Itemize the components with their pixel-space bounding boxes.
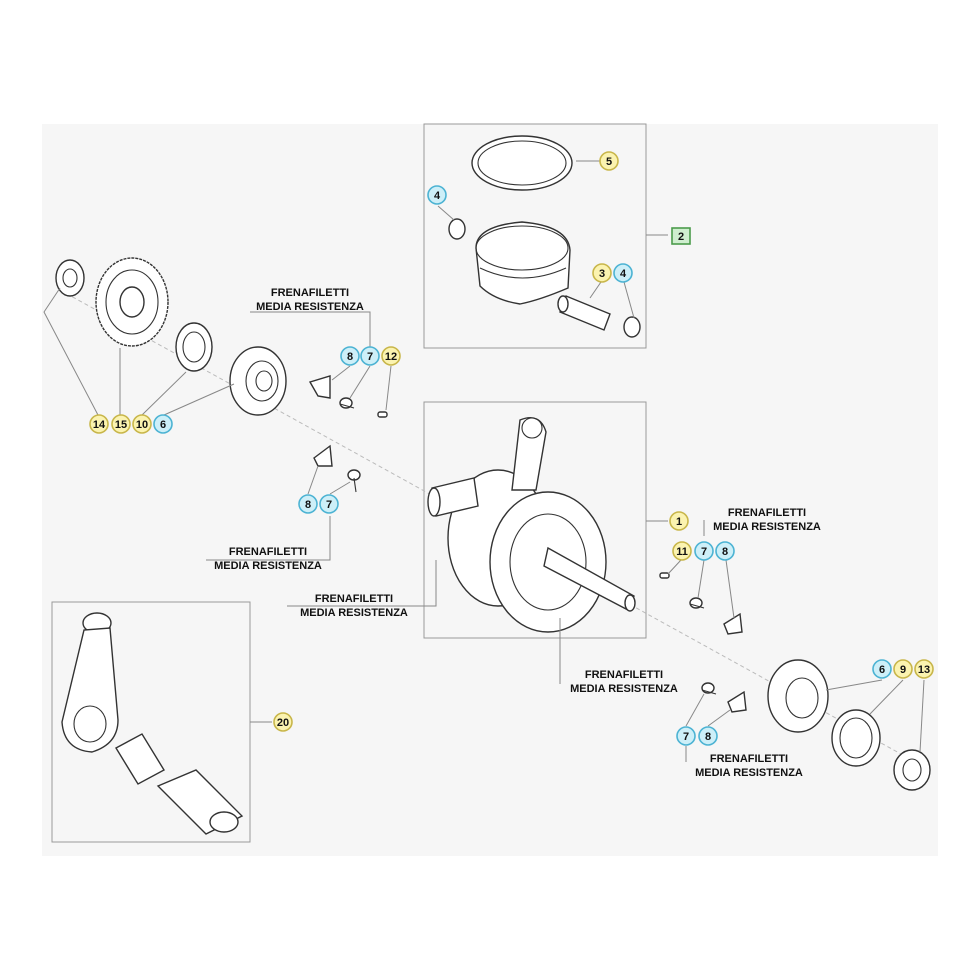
callout-1-line1: FRENAFILETTI <box>271 287 349 299</box>
screw-lower <box>347 469 361 493</box>
balloon-8-right[interactable]: 8 <box>715 541 735 561</box>
balloon-8-lower[interactable]: 8 <box>298 494 318 514</box>
svg-text:4: 4 <box>620 268 627 280</box>
svg-text:13: 13 <box>918 664 930 676</box>
balloon-13[interactable]: 13 <box>914 659 934 679</box>
circlip-left <box>448 218 466 240</box>
balloon-15[interactable]: 15 <box>111 414 131 434</box>
balloon-9[interactable]: 9 <box>893 659 913 679</box>
svg-text:8: 8 <box>705 731 711 743</box>
callout-6-line1: FRENAFILETTI <box>710 753 788 765</box>
screw-right <box>689 597 705 609</box>
leader-lines <box>43 160 925 762</box>
callout-5-line2: MEDIA RESISTENZA <box>570 683 678 695</box>
svg-text:8: 8 <box>722 546 728 558</box>
balloon-3[interactable]: 3 <box>592 263 612 283</box>
callout-4-line2: MEDIA RESISTENZA <box>713 521 821 533</box>
balloon-4[interactable]: 4 <box>427 185 447 205</box>
balloon-10[interactable]: 10 <box>132 414 152 434</box>
callout-2-line2: MEDIA RESISTENZA <box>214 560 322 572</box>
balloon-7-bottom[interactable]: 7 <box>676 726 696 746</box>
svg-text:8: 8 <box>305 499 311 511</box>
balloon-14[interactable]: 14 <box>89 414 109 434</box>
dowel-pin-upper <box>377 411 388 418</box>
lock-plate-right-lower <box>727 690 747 713</box>
svg-text:15: 15 <box>115 419 127 431</box>
callout-5-line1: FRENAFILETTI <box>585 669 663 681</box>
piston-pin <box>557 295 611 331</box>
svg-text:14: 14 <box>93 419 106 431</box>
svg-text:2: 2 <box>678 231 684 243</box>
callout-2-line1: FRENAFILETTI <box>229 546 307 558</box>
callout-3-line2: MEDIA RESISTENZA <box>300 607 408 619</box>
nut-right <box>893 749 931 791</box>
svg-text:7: 7 <box>683 731 689 743</box>
piston-group-box <box>423 123 647 349</box>
balloon-7[interactable]: 7 <box>360 346 380 366</box>
crankshaft-group-box <box>423 401 647 639</box>
screw-right-lower <box>701 682 717 695</box>
main-bearing-right <box>767 659 829 733</box>
lock-plate-right <box>723 612 743 635</box>
svg-text:11: 11 <box>676 546 688 558</box>
crankshaft <box>427 417 636 633</box>
svg-text:7: 7 <box>701 546 707 558</box>
shim-washer <box>175 322 213 372</box>
balloon-7-lower[interactable]: 7 <box>319 494 339 514</box>
callout-6-line2: MEDIA RESISTENZA <box>695 767 803 779</box>
dowel-pin-right <box>659 572 670 579</box>
lock-plate-upper <box>308 375 331 399</box>
balloon-11[interactable]: 11 <box>672 541 692 561</box>
svg-text:7: 7 <box>367 351 373 363</box>
callout-3-line1: FRENAFILETTI <box>315 593 393 605</box>
connecting-rod <box>61 612 119 753</box>
svg-text:1: 1 <box>676 516 682 528</box>
main-bearing-left <box>229 346 287 416</box>
balloon-5[interactable]: 5 <box>599 151 619 171</box>
balloon-4-pin[interactable]: 4 <box>613 263 633 283</box>
svg-text:3: 3 <box>599 268 605 280</box>
lock-plate-lower <box>313 444 333 467</box>
screw-upper <box>339 397 355 409</box>
svg-text:9: 9 <box>900 664 906 676</box>
balloon-20[interactable]: 20 <box>273 712 293 732</box>
crank-pin <box>156 769 244 835</box>
needle-bearing <box>115 733 165 785</box>
balloon-6-right[interactable]: 6 <box>872 659 892 679</box>
piston-ring <box>471 135 573 191</box>
svg-text:12: 12 <box>385 351 397 363</box>
balloon-2[interactable]: 2 <box>671 227 691 245</box>
svg-text:6: 6 <box>160 419 166 431</box>
nut-left <box>55 259 85 297</box>
balloon-1[interactable]: 1 <box>669 511 689 531</box>
callout-4-line1: FRENAFILETTI <box>728 507 806 519</box>
svg-text:20: 20 <box>277 717 289 729</box>
circlip-right <box>623 316 641 338</box>
callout-1-line2: MEDIA RESISTENZA <box>256 301 364 313</box>
balloon-8-bottom[interactable]: 8 <box>698 726 718 746</box>
balloon-12[interactable]: 12 <box>381 346 401 366</box>
svg-text:5: 5 <box>606 156 612 168</box>
svg-text:8: 8 <box>347 351 353 363</box>
balloon-7-right[interactable]: 7 <box>694 541 714 561</box>
balloon-8[interactable]: 8 <box>340 346 360 366</box>
oil-seal-right <box>831 709 881 767</box>
primary-gear <box>95 257 169 347</box>
svg-text:10: 10 <box>136 419 148 431</box>
svg-text:6: 6 <box>879 664 885 676</box>
balloon-6[interactable]: 6 <box>153 414 173 434</box>
svg-text:7: 7 <box>326 499 332 511</box>
piston <box>475 221 571 305</box>
svg-text:4: 4 <box>434 190 441 202</box>
